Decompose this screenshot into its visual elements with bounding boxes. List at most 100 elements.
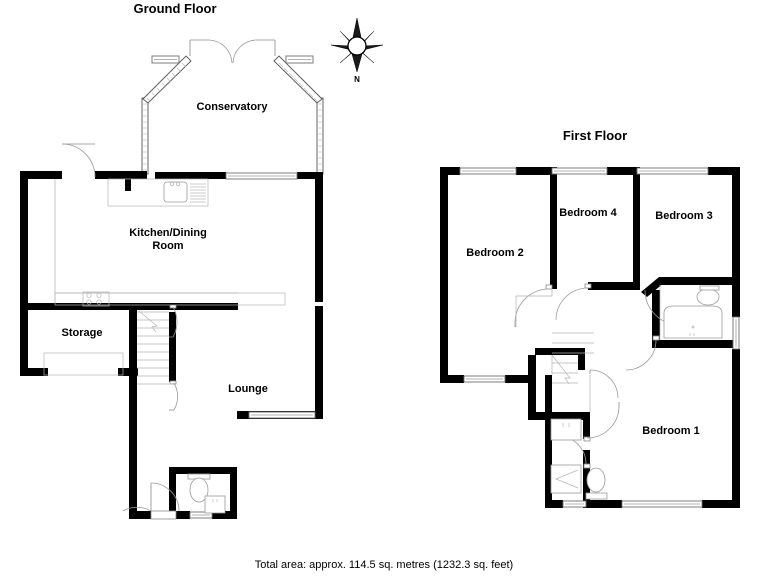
gf-wall-top-mid: [155, 172, 211, 179]
ff-wall-ensuite-stub-right: [583, 419, 590, 439]
ff-wall-top-2: [516, 167, 552, 175]
ensuite-shower-arrows: [555, 469, 579, 489]
hob-ring-3: [86, 299, 92, 305]
ff-stair-treads: [552, 332, 594, 384]
ff-wall-top-1: [440, 167, 460, 175]
gf-wall-top-left-return: [20, 171, 62, 179]
conservatory-left-diagonal-wall: [142, 55, 192, 104]
ff-wall-outer-left: [440, 167, 448, 383]
ff-wall-ensuite-left: [528, 355, 536, 419]
ff-window-bedroom2-top: [459, 167, 517, 175]
ff-wall-outer-right-upper: [732, 167, 740, 317]
conservatory-door-arc-left: [208, 39, 233, 64]
kitchen-sink-bowl: [163, 181, 188, 203]
ensuite-cistern: [585, 492, 608, 500]
conservatory-right-hatch: [318, 103, 322, 171]
gf-door-kitchen-hall: [169, 304, 178, 338]
ff-ensuite-fixtures: [550, 464, 608, 500]
gf-wall-outer-right-upper: [315, 172, 323, 302]
conservatory-right-window: [285, 55, 314, 64]
ensuite-toilet-bowl: [586, 467, 606, 493]
hob-ring-2: [96, 292, 102, 299]
kitchen-worktop: [107, 178, 209, 207]
gf-door-kitchen-external: [61, 143, 96, 178]
ff-wall-ensuite-right-lower: [583, 450, 590, 508]
ff-window-ensuite-bottom: [562, 500, 587, 508]
ff-window-bathroom-side: [732, 316, 740, 350]
total-area-note: Total area: approx. 114.5 sq. metres (12…: [255, 559, 513, 571]
conservatory-door-arc-right: [232, 39, 257, 64]
room-label-storage: Storage: [62, 327, 103, 339]
ff-wall-bathroom-bottom: [652, 340, 734, 348]
gf-wall-hall-left-upper: [129, 303, 137, 379]
conservatory-left-diag-hatch: [146, 62, 187, 103]
gf-wall-storage-bottom-left: [20, 368, 48, 376]
kitchen-drainer-grooves: [190, 183, 206, 203]
ff-stair-direction-arrow: [551, 354, 571, 385]
conservatory-right-diag-hatch: [278, 62, 319, 103]
ff-landing-basin: [550, 418, 582, 441]
room-label-conservatory: Conservatory: [197, 101, 269, 113]
ff-wall-bed2-bottom-left: [440, 375, 464, 383]
kitchen-tap-right: [176, 182, 180, 186]
kitchen-tap-left: [170, 182, 174, 186]
gf-wall-top-kitchen: [95, 171, 147, 179]
ff-door-bedroom4: [555, 283, 592, 321]
ff-window-bedroom4-top: [551, 167, 608, 175]
gf-wall-outer-left-lower: [20, 335, 28, 375]
hob-ring-4: [96, 299, 102, 305]
conservatory-left-hatch: [143, 103, 147, 171]
compass-center-circle: [347, 36, 367, 56]
ff-door-bathroom: [625, 335, 660, 371]
ground-floor-staircase: [137, 310, 169, 385]
gf-wall-kitchen-stub: [125, 171, 131, 191]
gf-wall-top-mid2: [196, 172, 226, 179]
conservatory-right-diagonal-wall: [273, 55, 323, 104]
ff-wall-bed2-bottom-right: [505, 375, 535, 383]
ff-wall-bottom-1: [545, 500, 563, 508]
gf-wall-storage-bottom-right: [118, 368, 138, 376]
landing-basin-unit: [550, 418, 582, 441]
first-floor-windows: [459, 167, 740, 508]
room-label-kitchen-dining-line1: Kitchen/Dining: [129, 227, 207, 239]
room-label-bedroom-1: Bedroom 1: [642, 425, 699, 437]
gf-wall-front-left: [129, 511, 151, 519]
ff-door-bedroom1: [583, 402, 620, 442]
room-label-lounge: Lounge: [228, 383, 268, 395]
gf-window-lounge-front: [248, 411, 316, 419]
wc-basin: [204, 495, 226, 514]
kitchen-sink-unit: [107, 178, 209, 207]
room-label-kitchen-dining-line2: Room: [152, 240, 183, 252]
gf-door-lounge: [169, 380, 178, 411]
ff-wall-bottom-2: [586, 500, 622, 508]
ground-floor-title: Ground Floor: [133, 1, 216, 16]
gf-wall-wc-top: [169, 467, 237, 474]
first-floor-title: First Floor: [563, 128, 627, 143]
gf-wall-front-right: [212, 511, 237, 519]
hob-ring-1: [86, 292, 92, 299]
ff-wall-bed4-bed3-divider: [633, 167, 640, 289]
ff-wall-top-3: [607, 167, 637, 175]
bathroom-cistern: [699, 285, 720, 291]
ff-wall-outer-right-lower: [732, 349, 740, 508]
ff-wall-bed3-bottom: [659, 277, 733, 285]
gf-wall-top-right: [297, 172, 323, 179]
ff-door-landing-cupboard: [589, 369, 619, 399]
bathroom-bath: [663, 305, 723, 339]
conservatory-right-glazed-wall: [316, 97, 324, 175]
ff-wall-landing-right-1: [535, 348, 585, 355]
ff-window-bedroom1-bottom: [621, 500, 703, 508]
gf-wall-outer-left-upper: [20, 171, 28, 335]
gf-wall-front-mid: [176, 511, 190, 519]
ground-floor-walls: [20, 171, 323, 519]
ff-landing-outline-left: [515, 289, 553, 327]
first-floor-walls: [440, 167, 740, 508]
ff-wall-bed4-bottom: [588, 282, 640, 290]
room-label-bedroom-2: Bedroom 2: [466, 247, 523, 259]
first-floor-inner-lines: [515, 285, 661, 412]
ff-wall-landing-stub: [578, 348, 585, 370]
wc-toilet-bowl: [189, 477, 209, 503]
room-label-bedroom-4: Bedroom 4: [559, 207, 617, 219]
gf-stair-treads: [137, 311, 169, 385]
